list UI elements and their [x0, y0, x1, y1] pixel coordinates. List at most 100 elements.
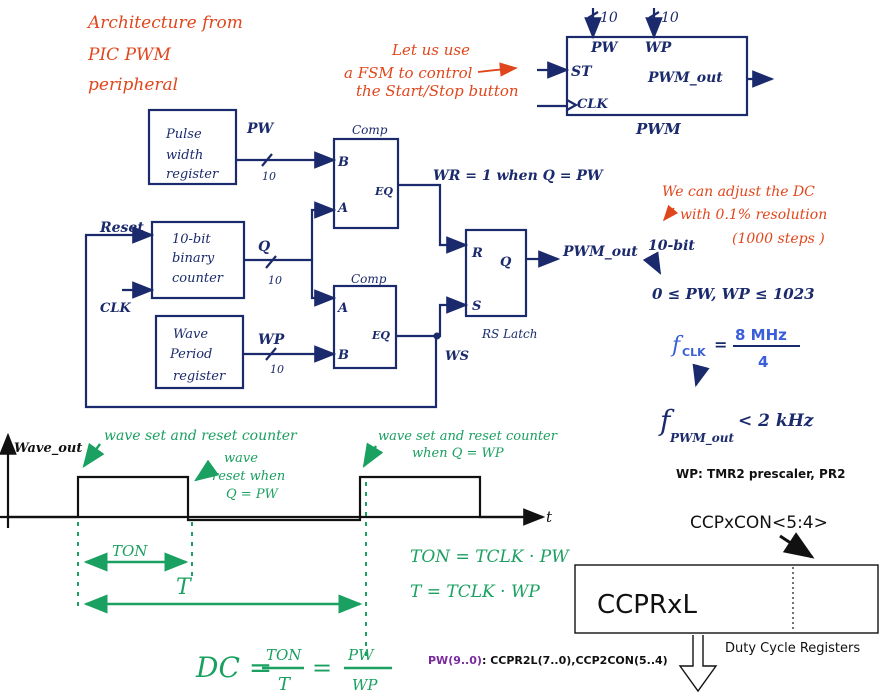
header-note: Architecture from PIC PWM peripheral: [86, 13, 243, 95]
fsm-note-line-1: Let us use: [391, 41, 470, 59]
waveform-y-label: Wave_out: [14, 441, 82, 456]
pwm-wp-label: WP: [645, 40, 672, 56]
register-down-arrow: [678, 635, 718, 693]
comp2-a-label: A: [336, 301, 348, 316]
fsm-note: Let us use a FSM to control the Start/St…: [344, 41, 519, 100]
wave-note-1-arrow: [82, 442, 105, 468]
pwm-clk-label: CLK: [577, 97, 608, 112]
reset-label: Reset: [99, 220, 144, 236]
fclk-denominator: 4: [758, 353, 768, 371]
equations: TON = TCLK · PW T = TCLK · WP DC = TON T…: [195, 547, 570, 694]
dc-note-arrow: [662, 204, 679, 222]
header-note-line-2: PIC PWM: [87, 45, 171, 65]
pwm-out-signal-label: PWM_out: [562, 244, 638, 260]
duty-cycle-caption: Duty Cycle Registers: [725, 641, 860, 656]
clk-label: CLK: [100, 301, 131, 316]
wr-line: [398, 183, 469, 254]
fpwm-sub: PWM_out: [669, 431, 735, 446]
fclk-sub: CLK: [682, 346, 706, 359]
q-signal-label: Q: [258, 239, 270, 255]
dc-note-line-1: We can adjust the DC: [662, 184, 815, 200]
pwm-wp-bus-width: 10: [661, 10, 679, 26]
fpwm-formula: f PWM_out < 2 kHz: [658, 404, 814, 446]
pwm-block: 10 10 PW WP ST PWM_out CLK PWM: [537, 8, 775, 138]
datapath: Pulse width register PW 10 Comp B A EQ 1…: [84, 108, 638, 409]
dc-lhs: DC =: [195, 651, 272, 684]
fclk-formula: f CLK = 8 MHz 4: [670, 326, 800, 388]
pulse-width-register: [147, 108, 238, 186]
latch-q-label: Q: [500, 255, 512, 270]
pw-map-value: : CCPR2L(7..0),CCP2CON(5..4): [482, 654, 668, 667]
counter-line-3: counter: [172, 271, 224, 286]
ccprxl-register: [574, 564, 879, 634]
counter-line-1: 10-bit: [172, 232, 211, 247]
reset-feedback-line: [84, 226, 438, 409]
wave-note-1: wave set and reset counter: [104, 428, 298, 444]
wp-note: WP: TMR2 prescaler, PR2: [676, 467, 845, 481]
q-bus-width: 10: [268, 274, 282, 287]
wp-reg-line-2: Period: [169, 347, 212, 362]
q-to-comp2-line: [310, 260, 337, 307]
waveform-t-label: t: [546, 508, 553, 526]
wave-note-3-line-1: wave set and reset counter: [378, 429, 558, 444]
range-note: 10-bit 0 ≤ PW, WP ≤ 1023: [642, 238, 815, 303]
wave-period-register: [154, 314, 245, 390]
range-arrow: [642, 251, 662, 275]
dc-note: We can adjust the DC with 0.1% resolutio…: [662, 184, 827, 247]
wp-bus-slash: [265, 347, 277, 361]
wave-note-2-line-3: Q = PW: [226, 487, 280, 502]
header-note-line-1: Architecture from: [86, 13, 243, 33]
wr-condition-label: WR = 1 when Q = PW: [433, 168, 604, 184]
register-diagram: CCPxCON<5:4> CCPRxL Duty Cycle Registers: [574, 513, 879, 693]
fsm-note-line-3: the Start/Stop button: [356, 82, 519, 100]
pw-map-label: PW(9..0): [428, 654, 482, 667]
pw-reg-line-1: Pulse: [165, 127, 202, 142]
pwm-block-title: PWM: [635, 120, 681, 138]
dc-note-line-3: (1000 steps ): [732, 231, 825, 247]
rs-latch: [464, 228, 528, 318]
wp-reg-line-1: Wave: [173, 327, 208, 342]
comp1-a-label: A: [336, 201, 348, 216]
fsm-note-arrow: [477, 62, 518, 77]
latch-s-label: S: [472, 299, 481, 314]
period-equation: T = TCLK · WP: [410, 582, 540, 602]
fpwm-relation: < 2 kHz: [738, 411, 814, 431]
wp-reg-line-3: register: [173, 369, 226, 384]
range-bits: 10-bit: [648, 238, 695, 254]
comparator-2: [332, 284, 398, 370]
comp1-b-label: B: [337, 155, 349, 170]
comparator-1-title: Comp: [352, 123, 388, 137]
dc-num-1: TON: [266, 646, 302, 664]
comp2-b-label: B: [337, 348, 349, 363]
comparator-2-title: Comp: [351, 272, 387, 286]
fclk-numerator: 8 MHz: [735, 326, 787, 344]
comp1-eq-label: EQ: [374, 185, 393, 198]
q-bus-slash: [265, 255, 277, 269]
pwm-pw-label: PW: [590, 40, 619, 56]
pw-bus-width: 10: [262, 170, 276, 183]
ws-line: [396, 296, 469, 338]
wave-note-2-line-2: reset when: [212, 469, 285, 484]
comparator-1: [332, 137, 400, 230]
dc-den-1: T: [278, 674, 292, 694]
comp2-eq-label: EQ: [371, 329, 390, 342]
dc-equals-2: =: [312, 654, 332, 682]
fclk-to-fpwm-arrow: [692, 363, 710, 388]
ccpxcon-arrow: [779, 532, 815, 559]
latch-r-label: R: [471, 246, 483, 261]
period-label: T: [176, 575, 193, 600]
rs-latch-caption: RS Latch: [481, 327, 537, 341]
pw-reg-line-3: register: [166, 167, 219, 182]
wave-note-3-arrow: [362, 442, 384, 469]
ws-junction-dot: [433, 332, 441, 340]
wave-note-2-line-1: wave: [224, 451, 258, 466]
wave-note-3-line-2: when Q = WP: [412, 446, 504, 461]
waveform: Wave_out t wave set and reset counter wa…: [0, 428, 558, 660]
ccprxl-label: CCPRxL: [597, 590, 697, 620]
pwm-out-label: PWM_out: [647, 70, 723, 86]
wave-note-2-arrow: [194, 459, 220, 482]
wp-signal-label: WP: [258, 332, 285, 348]
pwm-pw-bus-width: 10: [600, 10, 618, 26]
pwm-st-label: ST: [571, 64, 593, 80]
